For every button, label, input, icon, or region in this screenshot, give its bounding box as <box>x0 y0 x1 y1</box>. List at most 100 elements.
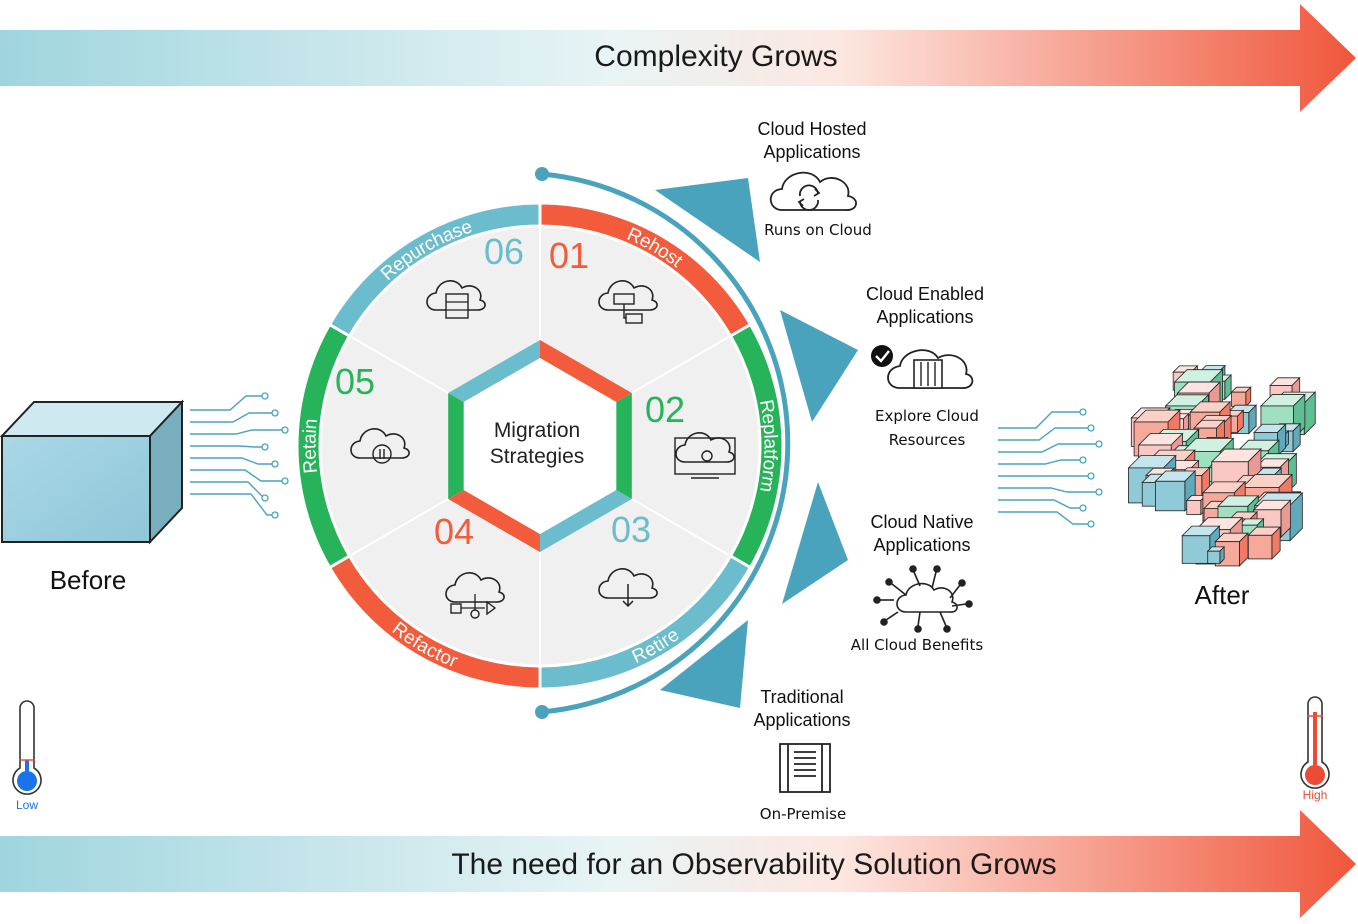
circuit-line <box>998 427 1088 441</box>
circuit-line <box>998 487 1096 493</box>
arc-start-dot <box>535 167 549 181</box>
bottom-banner: The need for an Observability Solution G… <box>0 810 1356 918</box>
hexagon-edge-06 <box>448 340 540 402</box>
circuit-node <box>271 511 279 519</box>
segment-number-04: 04 <box>434 511 474 552</box>
level-cloud-native-title-2: Applications <box>873 535 970 555</box>
center-title-line2: Strategies <box>490 445 585 468</box>
circuit-node <box>261 443 269 451</box>
circuit-node <box>281 477 289 485</box>
level-cloud-native-caption: All Cloud Benefits <box>851 636 984 654</box>
wheel-divider <box>615 335 732 403</box>
circuit-line <box>998 459 1080 465</box>
hexagon-edge-03 <box>540 490 632 552</box>
pointer-cloud-hosted <box>655 178 760 262</box>
level-traditional-title-2: Applications <box>753 710 850 730</box>
cloud-download-icon <box>598 568 658 608</box>
after-cube-cluster <box>1127 364 1317 567</box>
circuit-line <box>190 457 272 465</box>
thermometer-high-label: High <box>1303 788 1328 802</box>
circuit-node <box>1095 440 1103 448</box>
bottom-banner-arrow <box>0 810 1356 918</box>
hexagon-edge-01 <box>540 340 632 402</box>
hexagon-edge-04 <box>448 490 540 552</box>
level-cloud-enabled-caption-2: Resources <box>889 431 966 449</box>
before-label: Before <box>50 565 127 595</box>
segment-number-06: 06 <box>484 231 524 272</box>
level-cloud-enabled-title-1: Cloud Enabled <box>866 284 984 304</box>
segment-number-01: 01 <box>549 235 589 276</box>
server-rack-icon <box>779 743 831 793</box>
cloud-gear-monitor-icon <box>674 432 736 479</box>
cluster-cube <box>1230 386 1252 408</box>
wheel-divider <box>348 335 465 403</box>
level-cloud-enabled-title-2: Applications <box>876 307 973 327</box>
level-cloud-native: Cloud Native Applications All Cloud Bene… <box>851 512 984 654</box>
thermometer-low-label: Low <box>16 798 38 812</box>
circuit-line <box>998 411 1080 429</box>
wheel-divider <box>348 489 465 557</box>
level-traditional-caption: On-Premise <box>760 805 846 823</box>
top-banner-title: Complexity Grows <box>594 40 837 73</box>
ring-label-retain: Retain <box>299 418 322 475</box>
wheel-divider <box>615 489 732 557</box>
hexagon-edge-02 <box>616 393 632 499</box>
cloud-sync-icon <box>769 171 857 211</box>
segment-number-03: 03 <box>611 509 651 550</box>
level-cloud-hosted-title-1: Cloud Hosted <box>757 119 866 139</box>
circuit-line <box>190 412 272 423</box>
circuit-node <box>1079 456 1087 464</box>
circuit-line <box>190 493 272 516</box>
hexagon-center <box>463 358 617 534</box>
after-label: After <box>1195 580 1250 610</box>
migration-wheel: RehostReplatformRetireRefactorRetainRepu… <box>295 201 785 691</box>
circuit-node <box>271 409 279 417</box>
cluster-cube <box>1154 470 1197 512</box>
segment-number-02: 02 <box>645 389 685 430</box>
circuit-lines-left <box>190 392 289 519</box>
pointer-traditional <box>660 620 748 708</box>
circuit-line <box>998 443 1096 453</box>
circuit-node <box>1095 488 1103 496</box>
circuit-lines-right <box>998 408 1103 528</box>
circuit-node <box>281 426 289 434</box>
cloud-server-icon <box>598 280 658 324</box>
segment-number-05: 05 <box>335 361 375 402</box>
pointer-cloud-enabled <box>780 310 858 422</box>
level-traditional: Traditional Applications On-Premise <box>753 687 850 823</box>
cloud-storage-icon <box>426 280 486 319</box>
cluster-cube <box>1247 526 1282 560</box>
circuit-node <box>1087 424 1095 432</box>
before-cube <box>0 399 185 545</box>
circuit-node <box>261 494 269 502</box>
cloud-database-icon <box>350 428 410 464</box>
level-cloud-hosted-title-2: Applications <box>763 142 860 162</box>
thermometer-high: High <box>1300 696 1330 802</box>
circuit-line <box>998 499 1080 509</box>
center-title-line1: Migration <box>494 419 580 442</box>
circuit-line <box>190 469 282 482</box>
cloud-network-icon <box>873 565 973 633</box>
maturity-arc <box>535 167 858 719</box>
level-cloud-native-title-1: Cloud Native <box>870 512 973 532</box>
circuit-node <box>271 460 279 468</box>
circuit-node <box>261 392 269 400</box>
cloud-check-server-icon <box>871 345 974 389</box>
circuit-node <box>1087 472 1095 480</box>
circuit-node <box>1079 408 1087 416</box>
maturity-arc-line <box>540 171 791 715</box>
hexagon-edge-05 <box>448 393 464 499</box>
circuit-node <box>1079 504 1087 512</box>
circuit-line <box>190 429 282 435</box>
circuit-node <box>1087 520 1095 528</box>
level-cloud-hosted: Cloud Hosted Applications Runs on Cloud <box>757 119 871 239</box>
level-cloud-enabled-caption-1: Explore Cloud <box>875 407 979 425</box>
top-banner-arrow <box>0 4 1356 112</box>
pointer-cloud-native <box>782 482 848 604</box>
cloud-flow-icon <box>445 572 505 619</box>
arc-end-dot <box>535 705 549 719</box>
level-traditional-title-1: Traditional <box>760 687 843 707</box>
cluster-cube <box>1206 545 1226 565</box>
top-banner: Complexity Grows <box>0 4 1356 112</box>
level-cloud-hosted-caption: Runs on Cloud <box>764 221 872 239</box>
